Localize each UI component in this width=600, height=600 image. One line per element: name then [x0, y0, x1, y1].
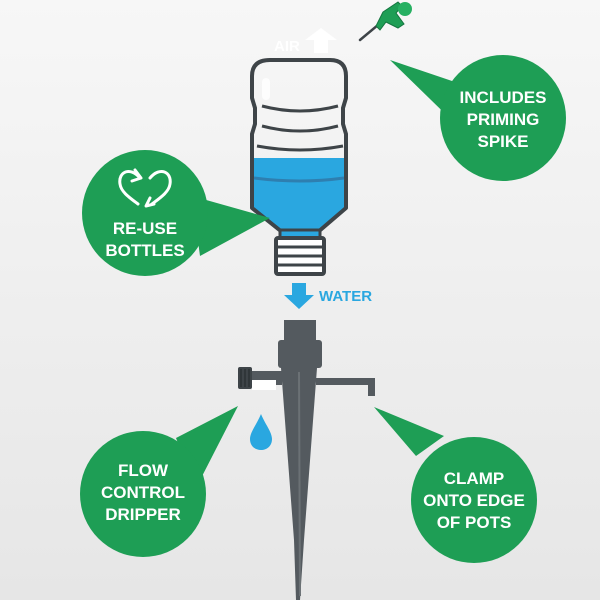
- air-label: AIR: [274, 38, 300, 55]
- callout-spike-line-1: INCLUDES: [460, 88, 547, 107]
- callout-reuse-bottles: RE-USE BOTTLES: [82, 150, 270, 276]
- callout-clamp-line-1: CLAMP: [444, 469, 504, 488]
- callout-reuse-line-2: BOTTLES: [105, 241, 184, 260]
- push-pin-icon: [358, 1, 412, 42]
- water-drop-icon: [250, 414, 272, 450]
- callout-dripper-line-3: DRIPPER: [105, 505, 181, 524]
- callout-dripper-line-2: CONTROL: [101, 483, 185, 502]
- arrow-up-icon: [305, 28, 337, 53]
- callout-clamp-line-3: OF POTS: [437, 513, 512, 532]
- callout-dripper-line-1: FLOW: [118, 461, 169, 480]
- callout-clamp-line-2: ONTO EDGE: [423, 491, 525, 510]
- water-label: WATER: [319, 288, 372, 305]
- callout-priming-spike: INCLUDES PRIMING SPIKE: [390, 55, 566, 181]
- dripper-spike: [238, 320, 375, 600]
- callout-reuse-line-1: RE-USE: [113, 219, 177, 238]
- callout-spike-line-3: SPIKE: [477, 132, 528, 151]
- callout-clamp-onto-edge: CLAMP ONTO EDGE OF POTS: [374, 407, 537, 563]
- callout-flow-control-dripper: FLOW CONTROL DRIPPER: [80, 406, 238, 557]
- bottle: [250, 58, 348, 276]
- arrow-down-icon: [284, 283, 314, 309]
- callout-spike-line-2: PRIMING: [467, 110, 540, 129]
- recycle-heart-icon: [118, 168, 172, 208]
